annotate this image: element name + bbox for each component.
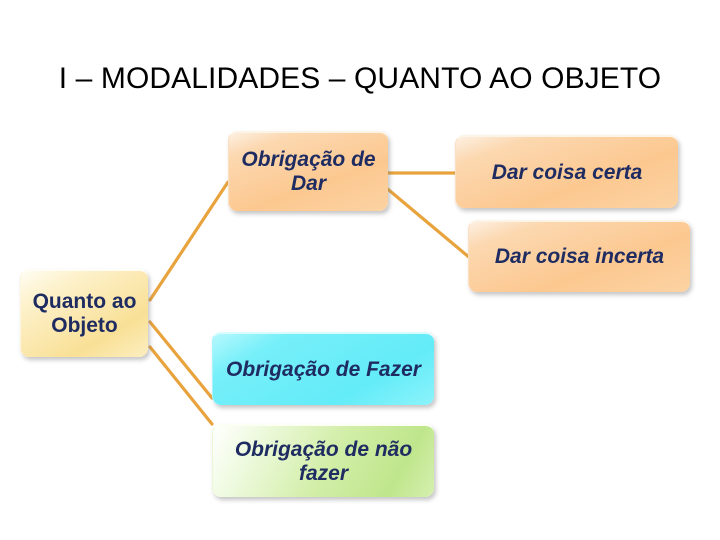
node-label: Obrigação de Dar — [241, 148, 376, 195]
node-label: Dar coisa incerta — [494, 245, 665, 269]
node-dar-coisa-incerta[interactable]: Dar coisa incerta — [468, 220, 690, 292]
node-label: Obrigação de não fazer — [234, 437, 413, 485]
node-dar-coisa-certa[interactable]: Dar coisa certa — [455, 135, 678, 208]
node-obrigacao-de-fazer[interactable]: Obrigação de Fazer — [212, 332, 434, 405]
connector-quanto-to-fazer — [148, 320, 214, 400]
connector-quanto-to-nao-fazer — [148, 345, 214, 426]
node-label: Dar coisa certa — [491, 160, 643, 184]
node-obrigacao-de-dar[interactable]: Obrigação de Dar — [228, 131, 388, 211]
node-quanto-ao-objeto[interactable]: Quanto ao Objeto — [20, 269, 148, 357]
page-title: I – MODALIDADES – QUANTO AO OBJETO — [58, 62, 662, 95]
node-label: Quanto ao Objeto — [32, 290, 137, 337]
node-obrigacao-de-nao-fazer[interactable]: Obrigação de não fazer — [212, 424, 434, 497]
connector-quanto-to-dar — [148, 180, 230, 302]
connector-dar-to-coisa-incerta — [382, 184, 472, 260]
node-label: Obrigação de Fazer — [226, 357, 421, 381]
